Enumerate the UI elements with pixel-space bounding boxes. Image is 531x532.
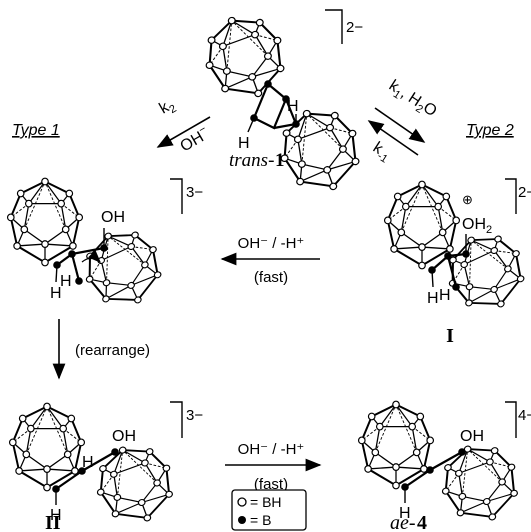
arrow-k2: k2 OH− xyxy=(157,96,212,156)
oh-label-inter3: OH xyxy=(101,209,125,226)
h-label-I-mid: H xyxy=(439,287,451,304)
label-ae4-prefix: ae- xyxy=(390,512,416,532)
bottom-note: (fast) xyxy=(254,476,288,493)
compound-ae-4: H OH 4− ae- 4 xyxy=(357,400,531,532)
legend-bh-marker xyxy=(237,497,247,507)
label-trans1-prefix: trans- xyxy=(229,150,274,171)
svg-text:k-1: k-1 xyxy=(368,139,394,165)
charge-bracket xyxy=(325,9,343,44)
oh2-sub: 2 xyxy=(486,224,492,236)
k1-sub: 1 xyxy=(391,88,403,101)
legend-bh-text: = BH xyxy=(250,494,282,510)
label-type-1: Type 1 xyxy=(12,122,60,139)
oh2-label: OH xyxy=(462,216,486,233)
k2-sub: 2 xyxy=(167,103,178,116)
mid-note: (fast) xyxy=(254,269,288,286)
svg-text:k2: k2 xyxy=(157,96,179,120)
svg-text:OH−: OH− xyxy=(176,123,212,156)
oh-label-II: OH xyxy=(112,428,136,445)
k1-o: O xyxy=(420,99,440,120)
charge-trans1: 2− xyxy=(346,19,363,36)
arrow-rearrange: (rearrange) xyxy=(52,319,150,380)
compound-trans-1: H H 2− trans- 1 xyxy=(192,3,373,204)
charge-I: 2− xyxy=(518,184,531,201)
rearrange-text: (rearrange) xyxy=(75,342,150,359)
label-ae4-num: 4 xyxy=(417,512,427,532)
h-label-II-left: H xyxy=(50,507,62,524)
cage-right xyxy=(71,216,175,320)
compound-II: H H OH 3− II xyxy=(8,401,203,532)
compound-intermediate-3minus: H H OH 3− xyxy=(6,177,203,320)
mid-reagent: OH⁻ / -H⁺ xyxy=(238,235,305,252)
charge-II: 3− xyxy=(186,407,203,424)
h-label-trans1-left: H xyxy=(238,135,250,152)
arrow-deprotonation-bottom: OH⁻ / -H⁺ (fast) xyxy=(225,441,322,493)
legend-b-marker xyxy=(238,516,246,524)
cage-right xyxy=(434,220,531,324)
k2-reagent-sup: − xyxy=(197,123,209,137)
label-I: I xyxy=(446,325,454,347)
svg-text:k1, H2O: k1, H2O xyxy=(384,77,439,123)
compound-I: H H ⊕ OH2 2− I xyxy=(383,178,531,347)
h-label-ae4-left: H xyxy=(399,505,411,522)
arrow-deprotonation-mid: OH⁻ / -H⁺ (fast) xyxy=(220,235,320,286)
arrow-k1-equilibrium: k1, H2O k-1 xyxy=(367,77,440,166)
curved-electron-arrow xyxy=(81,250,101,263)
h-label-II-mid: H xyxy=(82,454,94,471)
h-label-inter3-mid: H xyxy=(60,273,72,290)
legend-box: = BH = B xyxy=(231,489,307,531)
k1-h2o-sub: 2 xyxy=(413,103,425,116)
h-label-I-left: H xyxy=(427,290,439,307)
legend-b-text: = B xyxy=(250,512,271,528)
oh-label-ae4: OH xyxy=(460,428,484,445)
plus-charge-icon: ⊕ xyxy=(462,192,473,207)
h-label-inter3-left: H xyxy=(50,285,62,302)
h-label-trans1-right: H xyxy=(287,98,299,115)
cage-right xyxy=(429,432,531,532)
label-trans1-num: 1 xyxy=(275,150,285,171)
charge-ae4: 4− xyxy=(518,407,531,424)
cage-right xyxy=(84,433,186,532)
bottom-reagent: OH⁻ / -H⁺ xyxy=(238,441,305,458)
label-type-2: Type 2 xyxy=(466,122,514,139)
label-II: II xyxy=(45,512,61,532)
charge-inter3: 3− xyxy=(186,184,203,201)
svg-text:OH2: OH2 xyxy=(462,216,492,236)
